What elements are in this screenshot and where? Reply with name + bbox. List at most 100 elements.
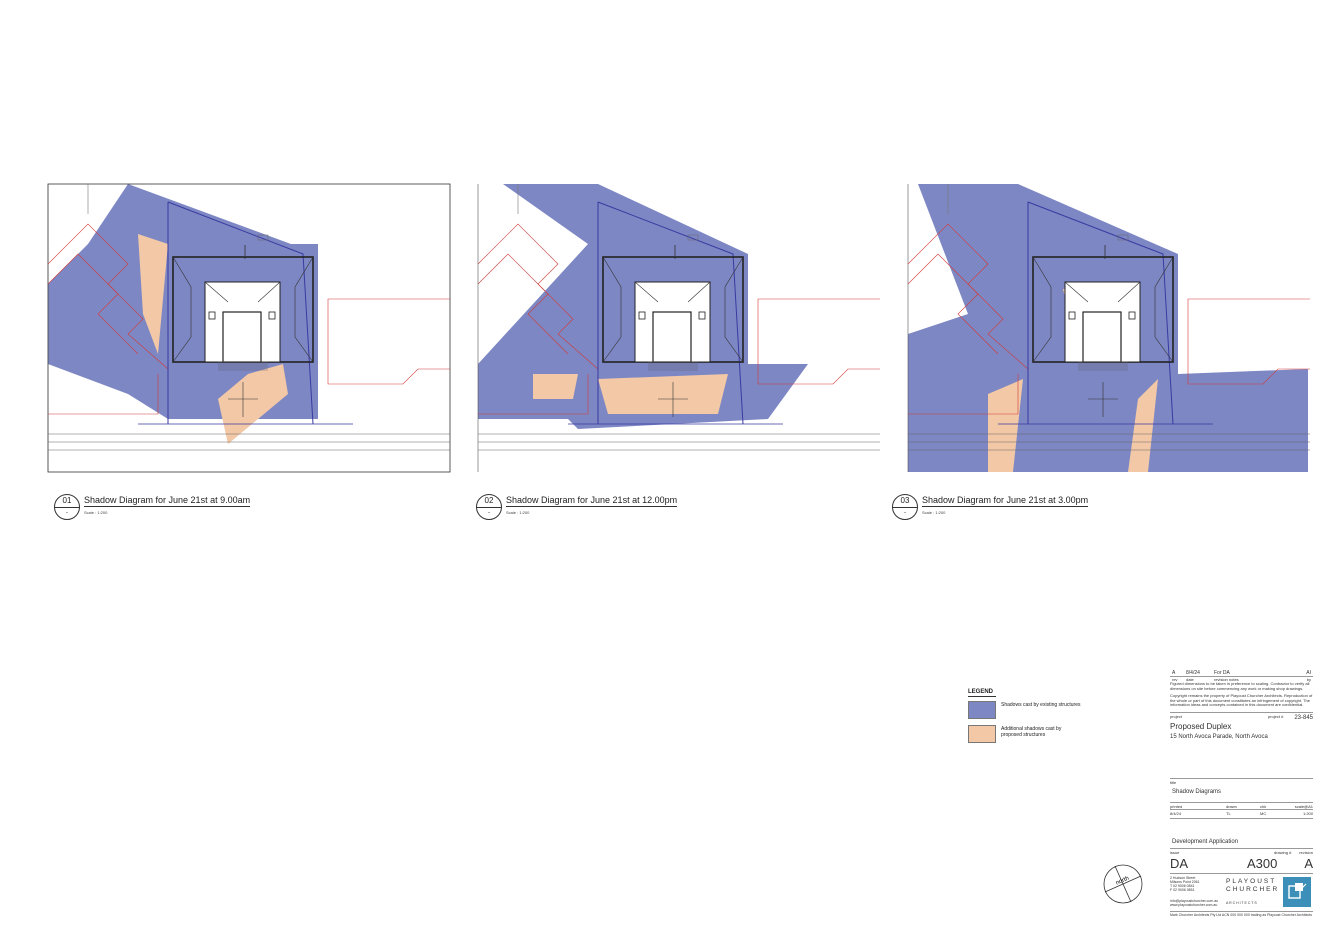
revision: A: [1304, 856, 1313, 871]
view-title: Shadow Diagram for June 21st at 3.00pm: [922, 495, 1089, 507]
roof-hip: [687, 281, 711, 303]
roof-hip: [1154, 256, 1174, 363]
plan-panel-2: [477, 184, 880, 472]
meta-drawn: TL: [1226, 811, 1231, 816]
firm-name-3: A R C H I T E C T S: [1226, 901, 1257, 905]
rev-header: rev: [1172, 677, 1178, 682]
drawing-label: title: [1170, 780, 1177, 785]
shadow-proposed: [138, 234, 168, 354]
neighbour-boundary: [48, 374, 159, 415]
project-label: project: [1170, 714, 1183, 719]
vent: [1117, 234, 1129, 241]
meta-header-printed: printed: [1170, 804, 1183, 809]
vent: [257, 234, 269, 241]
shadow-proposed: [988, 379, 1023, 472]
site-boundary: [1027, 201, 1174, 425]
north-label: north: [1115, 876, 1130, 887]
roof-hip: [294, 256, 314, 363]
firm-name-1: PLAYOUST: [1226, 878, 1277, 885]
entry: [1082, 311, 1122, 363]
issue-label: issue: [1170, 850, 1180, 855]
roof-hip: [204, 281, 229, 303]
window: [698, 311, 706, 320]
drawing-no-label: drawing #: [1274, 850, 1292, 855]
rev-by: AI: [1306, 670, 1311, 676]
plan-panel-3: [907, 184, 1310, 472]
window: [268, 311, 276, 320]
neighbour-boundary: [47, 253, 139, 355]
rev-header-date: date: [1186, 677, 1194, 682]
roof-hip: [1064, 281, 1089, 303]
rev-value: A: [1172, 670, 1176, 676]
legend-swatch-proposed: [968, 725, 996, 743]
firm-name-2: CHURCHER: [1226, 886, 1280, 893]
status: Development Application: [1172, 839, 1239, 845]
rev-header-by: by: [1306, 677, 1311, 682]
shadow-proposed: [1128, 379, 1158, 472]
view-scale: Scale : 1:200: [506, 510, 530, 515]
title-block: A 8/4/24 For DA AI rev date revision not…: [1170, 668, 1313, 936]
project-address: 15 North Avoca Parade, North Avoca: [1170, 734, 1268, 740]
drawing-title: Shadow Diagrams: [1172, 789, 1222, 795]
revision-label: revision: [1299, 850, 1313, 855]
site-boundary: [597, 201, 744, 425]
drawing-number: A300: [1247, 856, 1278, 871]
view-number-bubble: 03-: [892, 494, 918, 520]
meta-header-checked: chk: [1260, 804, 1267, 809]
copyright-note: Copyright remains the property of Playou…: [1170, 694, 1313, 707]
shadow-proposed: [533, 374, 578, 399]
roof-hip: [257, 281, 281, 303]
dimension-note: Figured dimensions to be taken in prefer…: [1170, 682, 1310, 691]
meta-header-scale: scale@A1: [1294, 804, 1313, 809]
window: [1128, 311, 1136, 320]
shadow-proposed: [598, 374, 728, 414]
meta-printed: 8/4/24: [1170, 811, 1182, 816]
roof-hip: [724, 256, 744, 363]
rev-header-desc: revision notes: [1214, 677, 1239, 682]
window: [1068, 311, 1076, 320]
window: [638, 311, 646, 320]
neighbour-boundary: [908, 374, 1019, 415]
north-arrow-icon: north: [1103, 864, 1143, 904]
legend-label: Additional shadows cast by proposed stru…: [1001, 726, 1062, 738]
vent: [687, 234, 699, 241]
legend-swatch-existing: [968, 701, 996, 719]
view-title: Shadow Diagram for June 21st at 12.00pm: [506, 495, 678, 507]
roof-hip: [602, 256, 622, 363]
legend-item-proposed: Additional shadows cast by proposed stru…: [968, 725, 1088, 745]
view-number-bubble: 02-: [476, 494, 502, 520]
rev-date: 8/4/24: [1186, 670, 1200, 676]
footer-note: Mark Churcher Architects Pty Ltd ACN 000…: [1170, 913, 1313, 917]
issue: DA: [1170, 856, 1189, 871]
neighbour-boundary: [327, 298, 450, 385]
neighbour-boundary: [757, 298, 880, 385]
roof-hip: [634, 281, 659, 303]
meta-header-drawn: drawn: [1226, 804, 1237, 809]
meta-checked: MC: [1260, 811, 1267, 816]
legend-item-existing: Shadows cast by existing structures: [968, 701, 1088, 721]
entry: [652, 311, 692, 363]
legend-title: LEGEND: [968, 689, 996, 697]
view-scale: Scale : 1:200: [922, 510, 946, 515]
legend: LEGEND Shadows cast by existing structur…: [968, 689, 1088, 745]
neighbour-boundary: [1187, 298, 1310, 385]
entry: [222, 311, 262, 363]
rev-desc: For DA: [1214, 670, 1230, 676]
roof-hip: [172, 256, 192, 363]
view-title: Shadow Diagram for June 21st at 9.00am: [84, 495, 251, 507]
meta-scale: 1:200: [1302, 811, 1313, 816]
window: [208, 311, 216, 320]
site-boundary: [167, 201, 314, 425]
neighbour-boundary: [478, 374, 589, 415]
project-name: Proposed Duplex: [1170, 722, 1232, 731]
project-number: 23-845: [1294, 715, 1313, 721]
view-number-bubble: 01-: [54, 494, 80, 520]
project-no-label: project #: [1268, 714, 1284, 719]
roof-hip: [1117, 281, 1141, 303]
legend-label: Shadows cast by existing structures: [1001, 702, 1081, 708]
plan-panel-1: [47, 183, 451, 473]
neighbour-boundary: [907, 253, 999, 355]
